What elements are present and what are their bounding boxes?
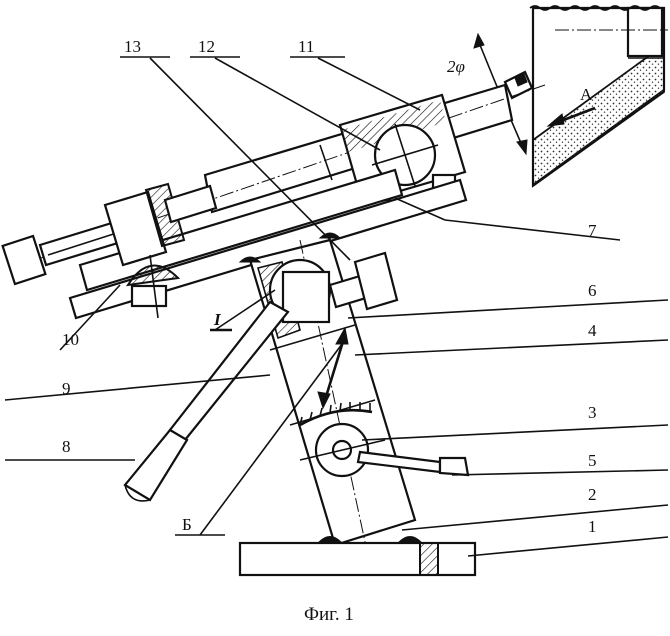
- angle-label: 2φ: [447, 57, 465, 76]
- column-arrow: [317, 326, 349, 410]
- spindle-housing: [338, 93, 467, 204]
- label-3: 3: [588, 403, 597, 422]
- label-1: 1: [588, 517, 597, 536]
- base-plate: [238, 536, 477, 577]
- lever: [123, 300, 290, 502]
- direction-arrow: А: [546, 85, 596, 127]
- label-7: 7: [588, 221, 597, 240]
- feed-screw: [1, 182, 218, 286]
- part-labels: 13 12 11 7 6 4 3 5 2 1 9 8 10 I Б: [62, 37, 597, 536]
- angle-scale: [299, 402, 373, 427]
- label-12: 12: [198, 37, 215, 56]
- cutter-tip: [503, 70, 534, 100]
- figure-caption: Фиг. 1: [304, 604, 354, 625]
- pivot-nut: [126, 254, 181, 319]
- lower-joint: [299, 422, 470, 478]
- label-section-i: I: [213, 310, 222, 329]
- label-4: 4: [588, 321, 597, 340]
- workpiece: [529, 5, 668, 188]
- label-5: 5: [588, 451, 597, 470]
- label-2: 2: [588, 485, 597, 504]
- label-8: 8: [62, 437, 71, 456]
- rail: [68, 168, 468, 320]
- label-section-b: Б: [182, 515, 192, 534]
- label-9: 9: [62, 379, 71, 398]
- label-10: 10: [62, 330, 79, 349]
- direction-label: А: [580, 85, 593, 104]
- label-11: 11: [298, 37, 314, 56]
- upper-joint: [268, 251, 399, 324]
- leader-lines: [4, 56, 669, 557]
- label-13: 13: [124, 37, 141, 56]
- label-6: 6: [588, 281, 597, 300]
